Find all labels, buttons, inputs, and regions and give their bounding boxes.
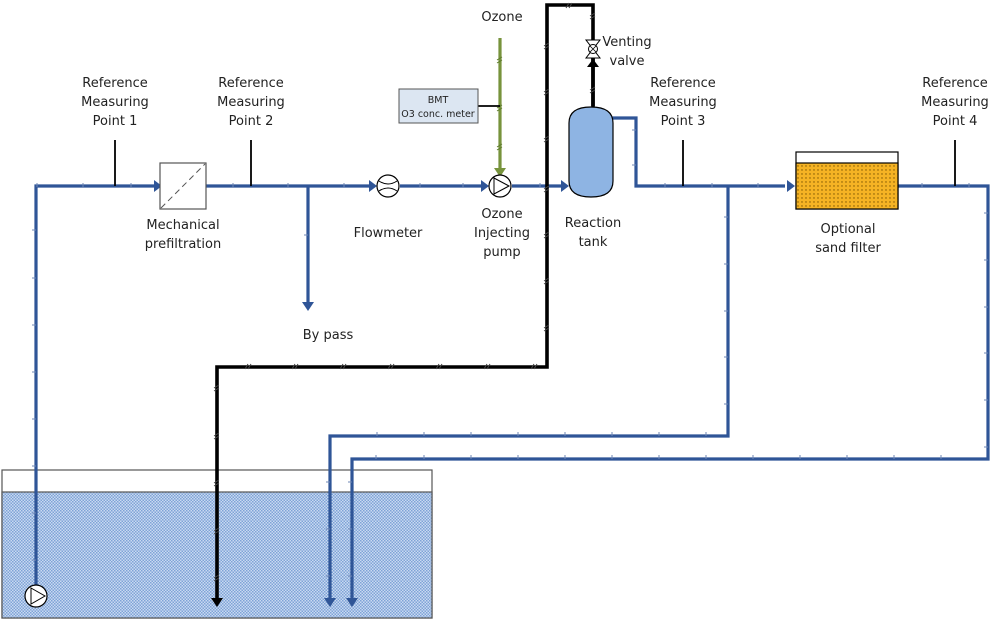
svg-text:Measuring: Measuring	[81, 95, 149, 110]
venting-valve-icon[interactable]	[584, 39, 602, 59]
submersible-pump-icon[interactable]	[24, 584, 48, 608]
label-ref-point-2: Reference Measuring Point 2	[217, 76, 285, 129]
label-prefiltration: Mechanical prefiltration	[145, 218, 221, 252]
main-water-line	[34, 116, 990, 607]
injecting-pump-icon[interactable]	[488, 174, 512, 198]
meter-box-line-2: O3 conc. meter	[401, 109, 475, 120]
svg-text:Point 2: Point 2	[229, 114, 274, 129]
svg-text:sand filter: sand filter	[815, 241, 881, 256]
svg-text:Reference: Reference	[218, 76, 283, 91]
o3-meter-box[interactable]: BMT O3 conc. meter	[398, 88, 479, 124]
svg-text:Reaction: Reaction	[565, 216, 621, 231]
water-pipe-ticks	[32, 129, 988, 577]
gas-pipe-ticks	[213, 2, 596, 582]
ozone-supply-line	[494, 38, 506, 177]
svg-text:Reference: Reference	[922, 76, 987, 91]
svg-text:Optional: Optional	[821, 222, 876, 237]
svg-text:Ozone: Ozone	[481, 207, 522, 222]
svg-text:Point 3: Point 3	[661, 114, 706, 129]
svg-text:valve: valve	[610, 54, 645, 69]
label-ref-point-3: Reference Measuring Point 3	[649, 76, 717, 129]
sand-filter[interactable]	[795, 151, 899, 210]
svg-text:Measuring: Measuring	[921, 95, 989, 110]
svg-text:tank: tank	[579, 235, 608, 250]
svg-text:prefiltration: prefiltration	[145, 237, 221, 252]
svg-text:Reference: Reference	[650, 76, 715, 91]
prefilter-icon[interactable]	[159, 162, 207, 210]
label-sand-filter: Optional sand filter	[815, 222, 881, 256]
svg-text:Injecting: Injecting	[474, 226, 530, 241]
svg-text:pump: pump	[483, 245, 520, 260]
label-flowmeter: Flowmeter	[354, 226, 423, 241]
svg-text:Point 1: Point 1	[93, 114, 138, 129]
reference-point-probes	[114, 105, 956, 186]
label-ref-point-4: Reference Measuring Point 4	[921, 76, 989, 129]
label-ref-point-1: Reference Measuring Point 1	[81, 76, 149, 129]
svg-text:Venting: Venting	[602, 35, 651, 50]
label-reaction-tank: Reaction tank	[565, 216, 621, 250]
gas-return-line	[211, 3, 599, 607]
label-venting-valve: Venting valve	[602, 35, 651, 69]
svg-text:Measuring: Measuring	[649, 95, 717, 110]
label-bypass: By pass	[303, 328, 354, 343]
label-ozone-source: Ozone	[481, 10, 522, 25]
reaction-tank[interactable]	[568, 106, 614, 198]
svg-text:Reference: Reference	[82, 76, 147, 91]
svg-text:Mechanical: Mechanical	[146, 218, 219, 233]
label-injecting-pump: Ozone Injecting pump	[474, 207, 530, 260]
svg-text:Measuring: Measuring	[217, 95, 285, 110]
svg-text:Point 4: Point 4	[933, 114, 978, 129]
meter-box-line-1: BMT	[428, 95, 449, 106]
flowmeter-icon[interactable]	[376, 174, 400, 198]
